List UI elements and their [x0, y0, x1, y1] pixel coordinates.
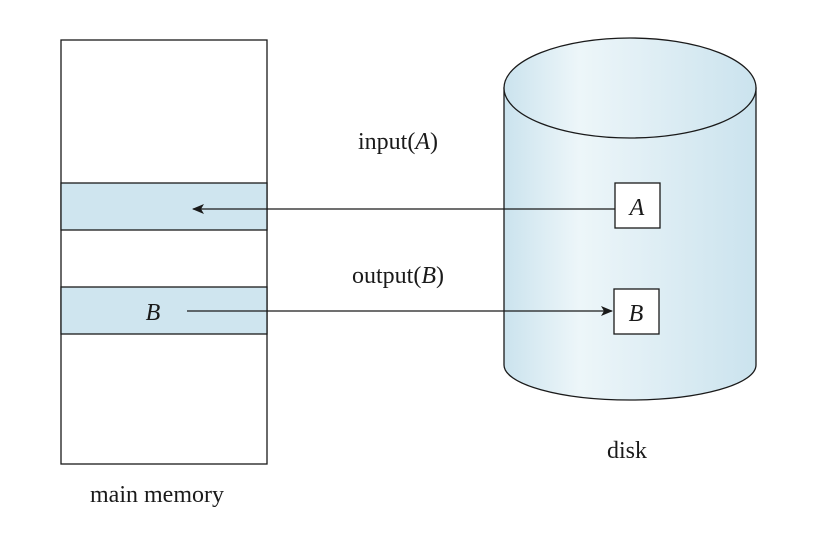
- memory-block-a: [60, 182, 268, 231]
- disk: A B disk: [503, 37, 757, 464]
- main-memory-label: main memory: [90, 482, 224, 508]
- disk-label: disk: [607, 438, 647, 464]
- disk-top: [503, 37, 757, 139]
- memory-block-b-label: B: [146, 300, 161, 326]
- output-operation-label: output(B): [352, 263, 444, 289]
- disk-block-b: [613, 288, 660, 335]
- input-operation-label: input(A): [358, 129, 438, 155]
- disk-block-b-label: B: [629, 301, 644, 327]
- memory-outline: [60, 39, 268, 465]
- disk-block-a: [614, 182, 661, 229]
- disk-body: [503, 87, 757, 401]
- disk-block-a-label: A: [628, 195, 645, 221]
- main-memory: B main memory: [60, 39, 268, 508]
